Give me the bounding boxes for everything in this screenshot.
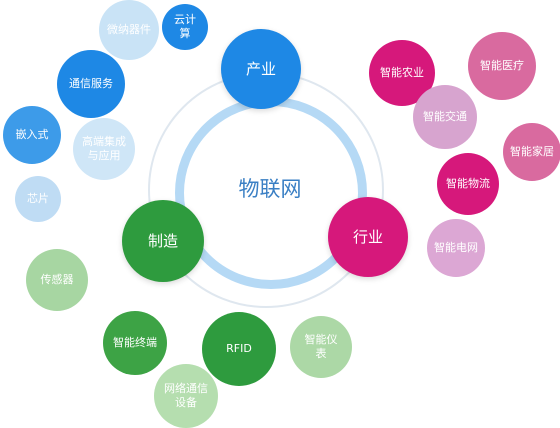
sector-item: 智能电网 <box>427 219 485 277</box>
industry-item: 高端集成与应用 <box>73 118 135 180</box>
hub-manufacturing: 制造 <box>122 200 204 282</box>
hub-manufacturing-label: 制造 <box>147 231 178 250</box>
sector-item: 智能家居 <box>503 123 560 181</box>
industry-item: 云计算 <box>162 4 208 50</box>
manufacturing-item: 传感器 <box>26 249 88 311</box>
sector-item: 智能交通 <box>413 85 477 149</box>
hub-sector: 行业 <box>328 197 408 277</box>
manufacturing-item: 智能终端 <box>103 311 167 375</box>
industry-item: 微纳器件 <box>99 0 159 60</box>
manufacturing-item: 智能仪表 <box>290 316 352 378</box>
sector-item: 智能物流 <box>437 153 499 215</box>
manufacturing-item: RFID <box>202 312 276 386</box>
industry-item: 通信服务 <box>57 50 125 118</box>
hub-industry: 产业 <box>221 29 301 109</box>
manufacturing-item: 网络通信设备 <box>154 364 218 428</box>
hub-sector-label: 行业 <box>352 227 383 246</box>
industry-item: 芯片 <box>15 176 61 222</box>
hub-industry-label: 产业 <box>245 59 276 78</box>
center-title: 物联网 <box>238 177 302 201</box>
sector-item: 智能医疗 <box>468 32 536 100</box>
industry-item: 嵌入式 <box>3 106 61 164</box>
